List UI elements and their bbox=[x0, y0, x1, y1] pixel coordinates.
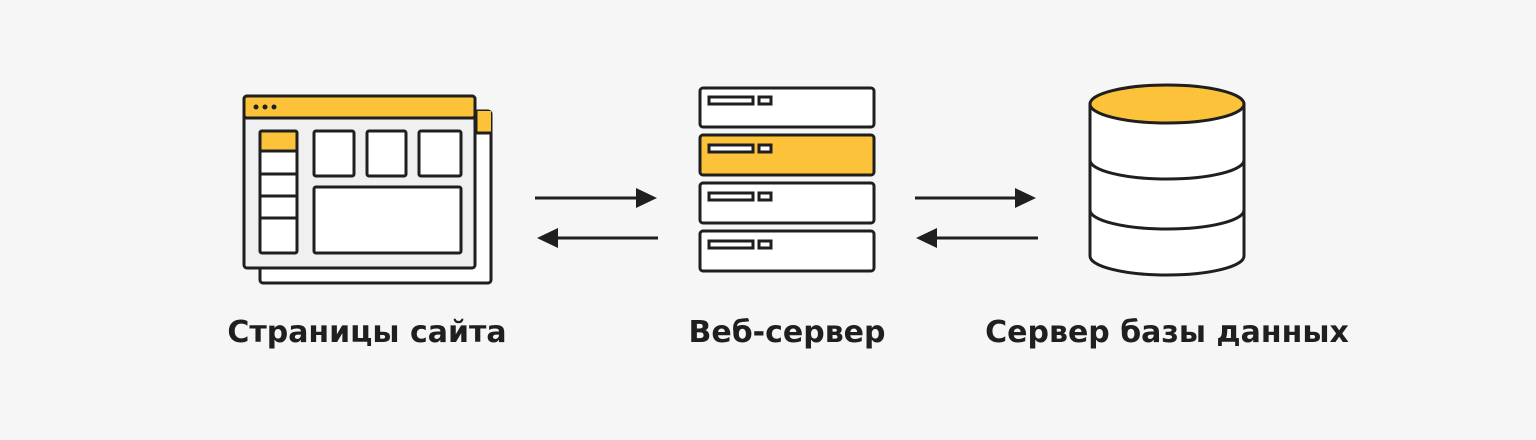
pages-label: Страницы сайта bbox=[227, 315, 506, 350]
arrow-to-web-server-from-db bbox=[916, 228, 1038, 248]
server-rack-icon bbox=[698, 86, 876, 273]
server-unit-2-active bbox=[698, 133, 876, 177]
server-unit-3 bbox=[698, 181, 876, 225]
web-server-label: Веб-сервер bbox=[688, 315, 885, 350]
arrow-to-web-server bbox=[535, 188, 657, 208]
browser-window-icon bbox=[242, 94, 493, 285]
arrow-to-pages bbox=[537, 228, 658, 248]
database-server-label: Сервер базы данных bbox=[985, 315, 1349, 350]
server-unit-1 bbox=[698, 86, 876, 129]
database-cylinder-icon bbox=[1088, 83, 1246, 277]
server-unit-4 bbox=[698, 229, 876, 273]
arrow-to-database bbox=[915, 188, 1036, 208]
